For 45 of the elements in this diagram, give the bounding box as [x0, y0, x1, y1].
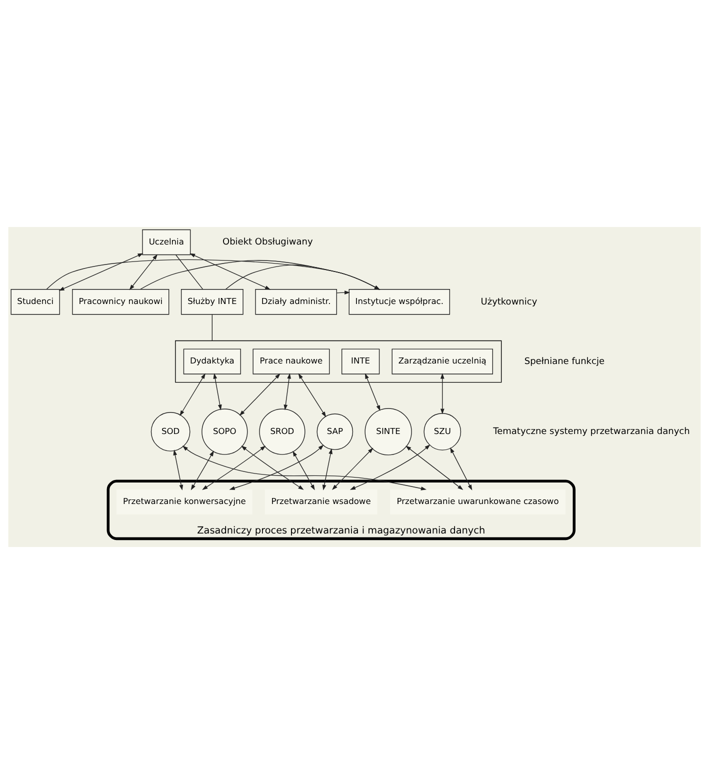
node-box: Dydaktyka: [183, 348, 241, 374]
node-box: INTE: [342, 348, 380, 374]
arrow: [140, 260, 380, 290]
node-box: Prace naukowe: [252, 348, 330, 374]
label: Obiekt Obsługiwany: [222, 237, 313, 248]
arrow: [190, 450, 214, 490]
node-box: Instytucje współprac.: [348, 288, 450, 314]
node-box: Przetwarzanie konwersacyjne: [116, 488, 252, 514]
node-box: Przetwarzanie uwarunkowane czasowo: [390, 488, 566, 514]
connector: [212, 314, 213, 341]
node-box: Uczelnia: [142, 228, 191, 255]
connector: [176, 254, 204, 290]
arrow: [46, 258, 380, 290]
arrow: [182, 445, 427, 490]
arrow: [406, 445, 464, 490]
arrow: [332, 447, 374, 490]
arrow: [322, 448, 332, 490]
arrow: [450, 446, 472, 490]
node-box: Zarządzanie uczelnią: [392, 348, 494, 374]
node-box: Działy administr.: [255, 288, 337, 314]
arrow: [213, 372, 222, 410]
label: Spełniane funkcje: [524, 356, 604, 366]
arrow: [440, 372, 444, 414]
arrow: [190, 252, 271, 290]
node-box: Służby INTE: [180, 288, 244, 314]
arrow: [284, 372, 291, 410]
arrow: [292, 450, 315, 490]
node-box: Pracownicy naukowi: [72, 288, 170, 314]
label: Tematyczne systemy przetwarzania danych: [493, 426, 690, 437]
arrow: [365, 372, 380, 410]
arrow: [225, 264, 380, 290]
arrow: [298, 372, 326, 417]
arrow: [229, 444, 324, 490]
label: Użytkownicy: [480, 296, 538, 307]
arrow: [241, 445, 304, 490]
arrow: [239, 372, 280, 416]
arrow: [350, 444, 430, 490]
cluster: [175, 340, 502, 382]
node-box: Studenci: [10, 288, 60, 314]
arrow: [58, 252, 144, 290]
arrow: [173, 449, 184, 490]
arrow: [129, 254, 158, 290]
arrow: [202, 445, 266, 490]
node-box: Przetwarzanie wsadowe: [264, 488, 378, 514]
arrow: [180, 372, 206, 416]
